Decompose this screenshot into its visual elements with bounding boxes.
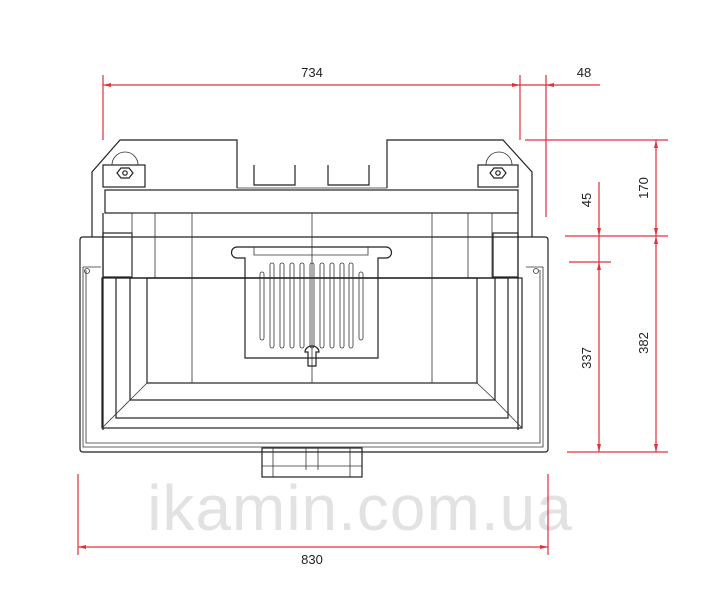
- dim-top-width: 734: [301, 65, 323, 80]
- grate-slot: [348, 262, 354, 349]
- grate-slot: [319, 262, 325, 349]
- fireplace-body: [79, 139, 549, 478]
- dimension-lines: [77, 75, 668, 555]
- dim-collar-depth: 45: [579, 193, 594, 207]
- grate-slot: [339, 262, 345, 349]
- grate-slot: [269, 262, 275, 349]
- dim-front-depth: 382: [636, 332, 651, 354]
- bolt-icon: [489, 167, 507, 179]
- grate-slot: [299, 262, 305, 349]
- dim-side-offset: 48: [577, 65, 591, 80]
- dim-overall-width: 830: [301, 552, 323, 567]
- watermark: ikamin.com.ua: [147, 472, 573, 544]
- bolt-icon: [116, 167, 134, 179]
- dim-rear-depth: 170: [636, 177, 651, 199]
- dim-inner-depth: 337: [579, 347, 594, 369]
- front-handle: [261, 447, 363, 478]
- grate-slot: [289, 262, 295, 349]
- grate-slot: [329, 262, 335, 349]
- grate: [230, 246, 393, 367]
- grate-slot: [309, 262, 315, 349]
- grate-slot: [279, 262, 285, 349]
- grate-slot: [358, 271, 364, 341]
- grate-slot: [259, 271, 265, 341]
